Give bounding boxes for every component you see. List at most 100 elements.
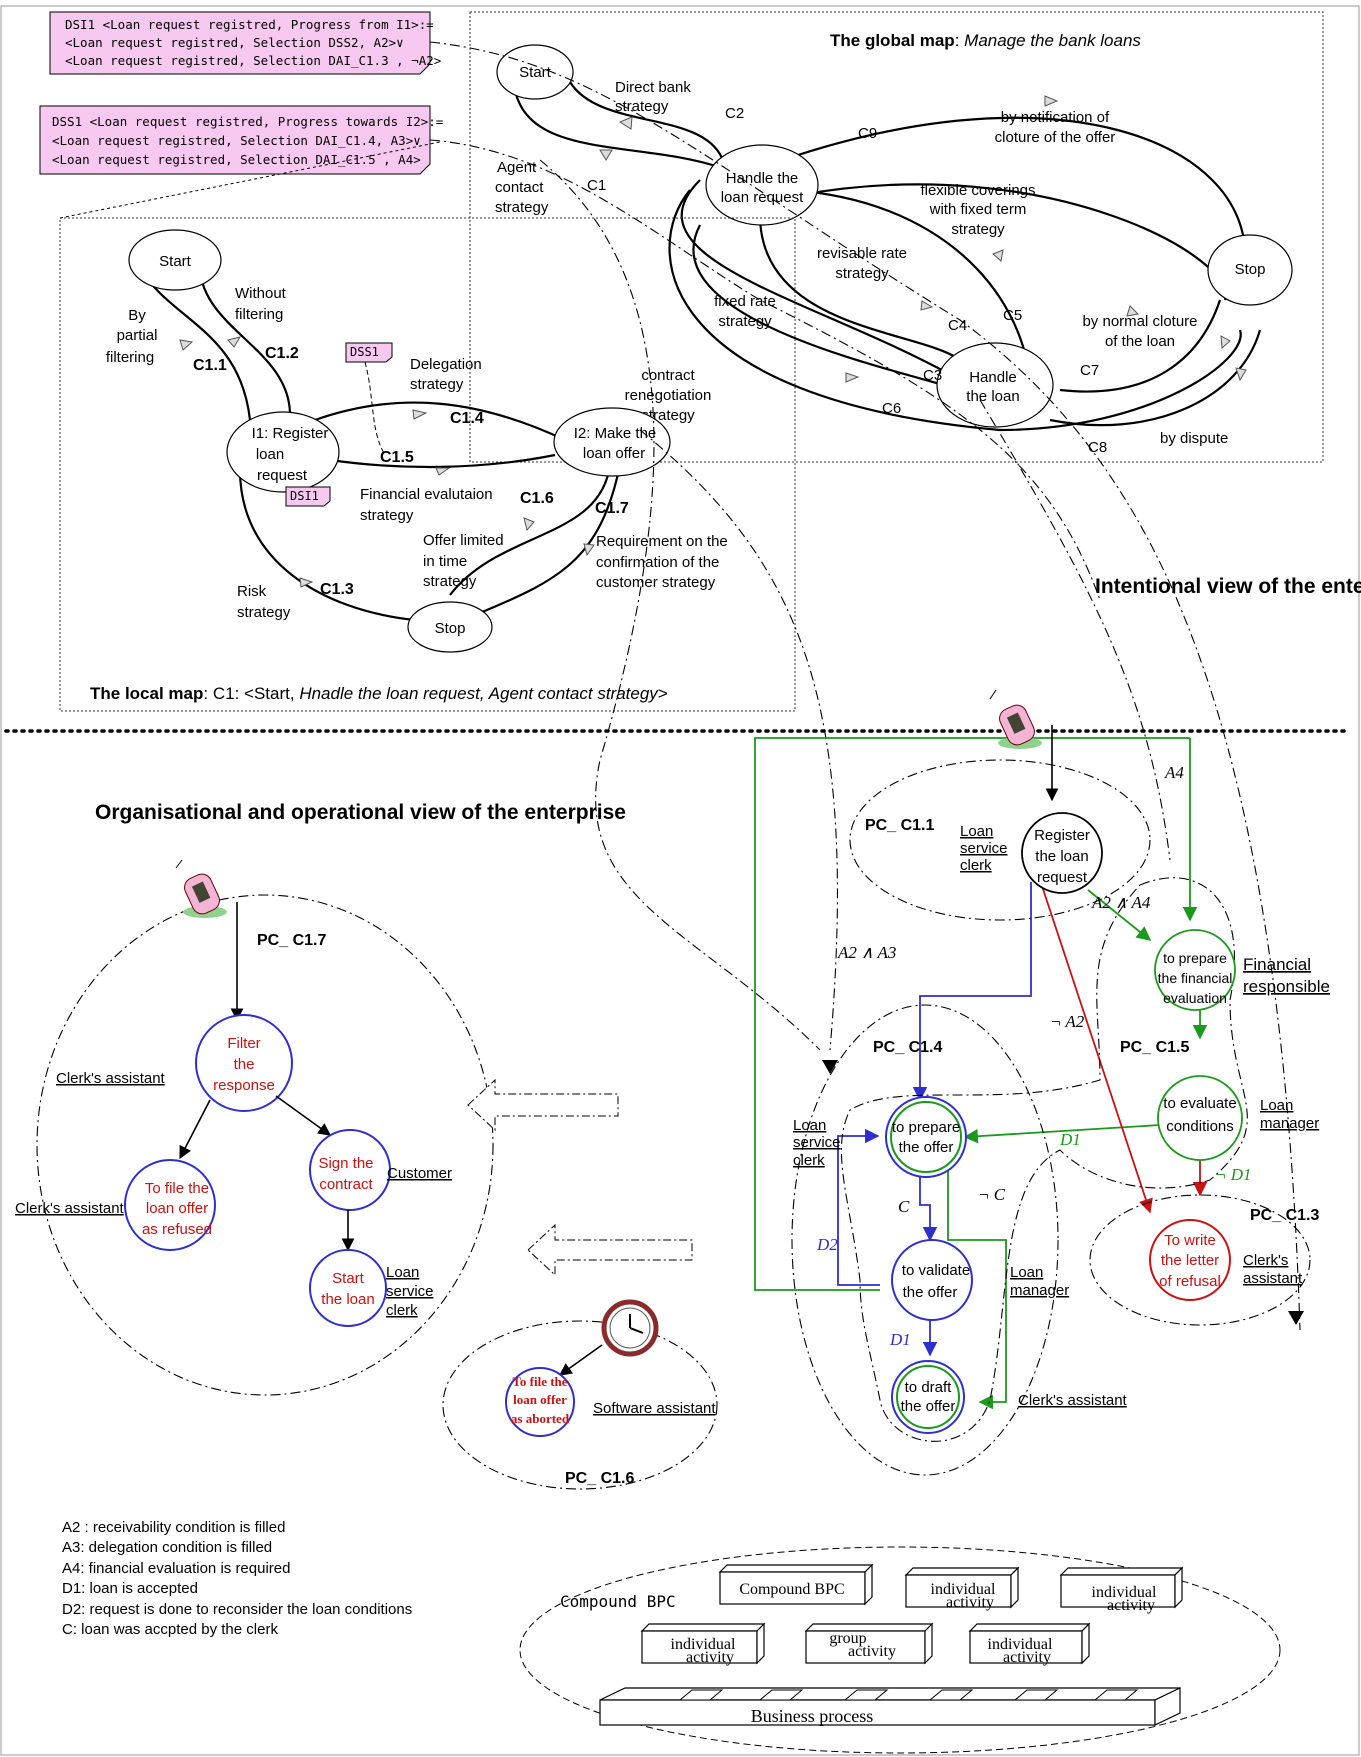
gm-c7: C7 <box>1080 362 1099 379</box>
pc13-ca-l2: assistant <box>1243 1270 1303 1287</box>
pc14-vo-l2: the offer <box>903 1284 958 1301</box>
pc14-draft-node <box>891 1360 965 1434</box>
pc16-fa-l1: To file the <box>512 1374 567 1389</box>
pc17-start-loan-l1: Start <box>332 1270 365 1287</box>
pc11-lsc-l3: clerk <box>960 857 992 874</box>
cond-not-a2: ¬ A2 <box>1050 1012 1085 1031</box>
lm-c14: C1.4 <box>450 410 484 427</box>
local-map-frame <box>59 217 796 712</box>
gm-handle-request-l2: loan request <box>721 189 804 206</box>
pc15-pf-l2: the financial <box>1158 970 1233 986</box>
lm-c16: C1.6 <box>520 490 554 507</box>
lm-without-l2: filtering <box>235 306 283 323</box>
dss1-line1: DSS1 <Loan request registred, Progress t… <box>52 114 443 129</box>
lm-i1-node <box>226 411 340 493</box>
pc14-vo-l1: to validate <box>902 1262 970 1279</box>
pc17-sign-l2: contract <box>319 1176 373 1193</box>
pc15-fr-l1: Financial <box>1243 955 1311 974</box>
pc17-file-refused-l1: To file the <box>145 1180 209 1197</box>
gm-normal-cloture-l1: by normal cloture <box>1082 313 1197 330</box>
gm-flexible-l2: with fixed term <box>929 201 1027 218</box>
page-frame <box>0 5 1360 1756</box>
pc17-sign-node <box>309 1129 391 1211</box>
lm-i2-l2: loan offer <box>583 445 645 462</box>
lm-requirement-l1: Requirement on the <box>596 533 728 550</box>
gm-fixed-rate-l1: fixed rate <box>714 293 776 310</box>
bpc-business-process: Business process <box>751 1706 874 1726</box>
cond-not-d1: ¬ D1 <box>1215 1165 1252 1184</box>
pc15-prepare-fin-node <box>1154 929 1236 1011</box>
cond-a2-a3: A2 ∧ A3 <box>837 943 896 962</box>
bpc-ia2-l1: individual <box>1092 1584 1157 1601</box>
pc15-evaluate-node <box>1157 1075 1243 1161</box>
gm-agent-l2: contact <box>495 179 544 196</box>
pc17-filter-l2: the <box>234 1056 255 1073</box>
lm-delegation-l2: strategy <box>410 376 464 393</box>
gm-normal-cloture-l2: of the loan <box>1105 333 1175 350</box>
pc15-pf-l1: to prepare <box>1163 950 1227 966</box>
legend-a4: A4: financial evaluation is required <box>62 1560 290 1577</box>
gm-c5: C5 <box>1003 307 1022 324</box>
pc11-lsc-l1: Loan <box>960 823 993 840</box>
bpc-ia4-l1: individual <box>988 1636 1053 1653</box>
lm-c17: C1.7 <box>595 500 629 517</box>
pc15-lm-l1: Loan <box>1260 1097 1293 1114</box>
tag-dss1: DSS1 <box>345 342 393 363</box>
local-map-footer: The local map: C1: <Start, Hnadle the lo… <box>90 684 668 703</box>
pc13-ca-l1: Clerk's <box>1243 1252 1288 1269</box>
pc17-file-refused-l3: as refused <box>142 1221 212 1238</box>
dss1-box: DSS1 <Loan request registred, Progress t… <box>39 105 443 175</box>
pc17-clerks-assistant-1: Clerk's assistant <box>56 1070 166 1087</box>
lm-i2-node <box>553 407 671 477</box>
pc14-lm-l2: manager <box>1010 1282 1069 1299</box>
svg-text:DSS1: DSS1 <box>350 345 379 359</box>
pc11-label: PC_ C1.1 <box>865 817 934 834</box>
pc11-register-node <box>1021 812 1103 894</box>
lm-financial-l1: Financial evalutaion <box>360 486 493 503</box>
pc17-start-loan-l2: the loan <box>321 1291 374 1308</box>
bpc-ia1-l1: individual <box>931 1581 996 1598</box>
gm-direct-bank-l1: Direct bank <box>615 79 691 96</box>
green-flows <box>754 737 1208 1410</box>
pc15-lm-l2: manager <box>1260 1115 1319 1132</box>
dss1-line3: <Loan request registred, Selection DAI_C… <box>52 152 421 167</box>
pc14-do-l2: the offer <box>901 1398 956 1415</box>
lm-by-partial-l3: filtering <box>106 349 154 366</box>
gm-revisable-l2: strategy <box>835 265 889 282</box>
pc17-customer: Customer <box>387 1165 452 1182</box>
dsi1-box: DSI1 <Loan request registred, Progress f… <box>49 11 441 75</box>
cond-d2: D2 <box>816 1235 838 1254</box>
cond-a2-a4: A2 ∧ A4 <box>1091 893 1151 912</box>
lm-without-l1: Without <box>235 285 287 302</box>
clock-icon <box>601 1299 659 1357</box>
gm-stop-label: Stop <box>1235 261 1266 278</box>
bpc-ga-l1: group <box>829 1630 866 1647</box>
pc15-pf-l3: evaluation <box>1163 990 1227 1006</box>
bpc-ia1-l2: activity <box>946 1594 994 1611</box>
gm-revisable-l1: revisable rate <box>817 245 907 262</box>
lm-start-node <box>128 229 222 291</box>
pc14-lm-l1: Loan <box>1010 1264 1043 1281</box>
org-view-title: Organisational and operational view of t… <box>95 801 626 824</box>
gm-start-node <box>496 44 574 100</box>
lm-i1-l3: request <box>257 467 308 484</box>
legend-a3: A3: delegation condition is filled <box>62 1539 272 1556</box>
pc13-label: PC_ C1.3 <box>1250 1207 1319 1224</box>
legend-c: C: loan was accpted by the clerk <box>62 1621 278 1638</box>
lm-stop-label: Stop <box>435 620 466 637</box>
pc15-ev-l1: to evaluate <box>1163 1095 1236 1112</box>
pc11-register-l3: request <box>1037 869 1088 886</box>
lm-offer-limited-l1: Offer limited <box>423 532 504 549</box>
pc17-file-refused-node <box>124 1159 216 1251</box>
pc15-ev-l2: conditions <box>1166 1118 1234 1135</box>
pc16-label: PC_ C1.6 <box>565 1470 634 1487</box>
pc13-write-refusal-node <box>1149 1219 1231 1301</box>
gm-fixed-rate-l2: strategy <box>718 313 772 330</box>
blue-flows <box>837 882 1032 1357</box>
bpc-ia2-l2: activity <box>1107 1597 1155 1614</box>
svg-text:DSI1: DSI1 <box>290 489 319 503</box>
gm-direct-bank-l2: strategy <box>615 98 669 115</box>
pc14-po-l1: to prepare <box>892 1119 960 1136</box>
pc17-filter-l3: response <box>213 1077 275 1094</box>
cond-c: C <box>898 1197 910 1216</box>
